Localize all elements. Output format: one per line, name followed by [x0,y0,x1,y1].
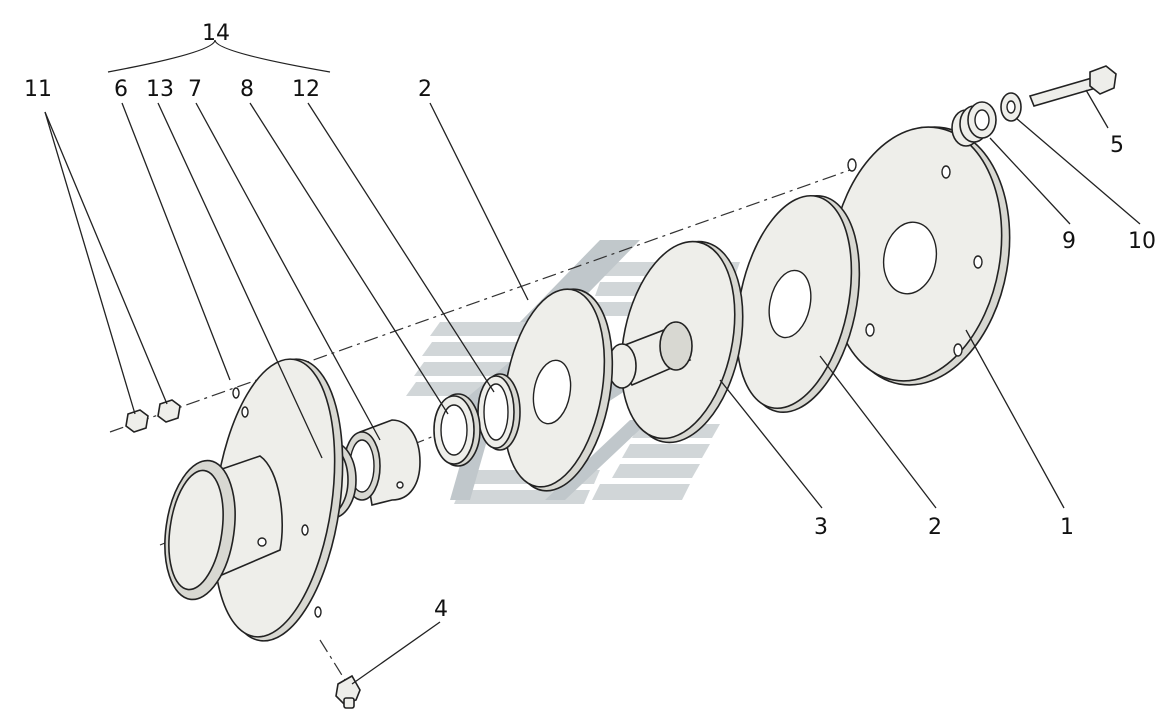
part-12-ring [477,373,521,451]
label-7: 7 [188,77,202,102]
label-8: 8 [240,77,254,102]
part-2-friction-disc-right [735,194,861,414]
label-13: 13 [146,77,174,102]
label-5: 5 [1110,133,1124,158]
label-4: 4 [434,597,448,622]
label-1: 1 [1060,515,1074,540]
label-9: 9 [1062,229,1076,254]
label-2-bottom: 2 [928,515,942,540]
label-10: 10 [1128,229,1156,254]
part-10-washer [1000,92,1022,122]
part-11-nuts [125,399,181,433]
label-12: 12 [292,77,320,102]
part-8-ring [433,393,481,467]
part-labels: 14 11 6 13 7 8 12 2 5 9 10 3 2 1 4 [24,21,1156,622]
part-3-hub-disc [607,240,744,444]
part-5-bolt [1028,65,1117,107]
label-3: 3 [814,515,828,540]
part-1-flange-plate [829,126,1011,386]
label-14: 14 [202,21,230,46]
label-6: 6 [114,77,128,102]
label-2-top: 2 [418,77,432,102]
part-6-sprocket-flange [164,358,344,642]
grease-fitting-axis [319,639,346,681]
upper-axis [109,169,851,433]
label-11: 11 [24,77,52,102]
part-9-spring [951,101,997,147]
group-14-brace [107,39,331,73]
part-2-friction-disc-left [502,288,614,492]
leader-lines [44,39,1141,685]
